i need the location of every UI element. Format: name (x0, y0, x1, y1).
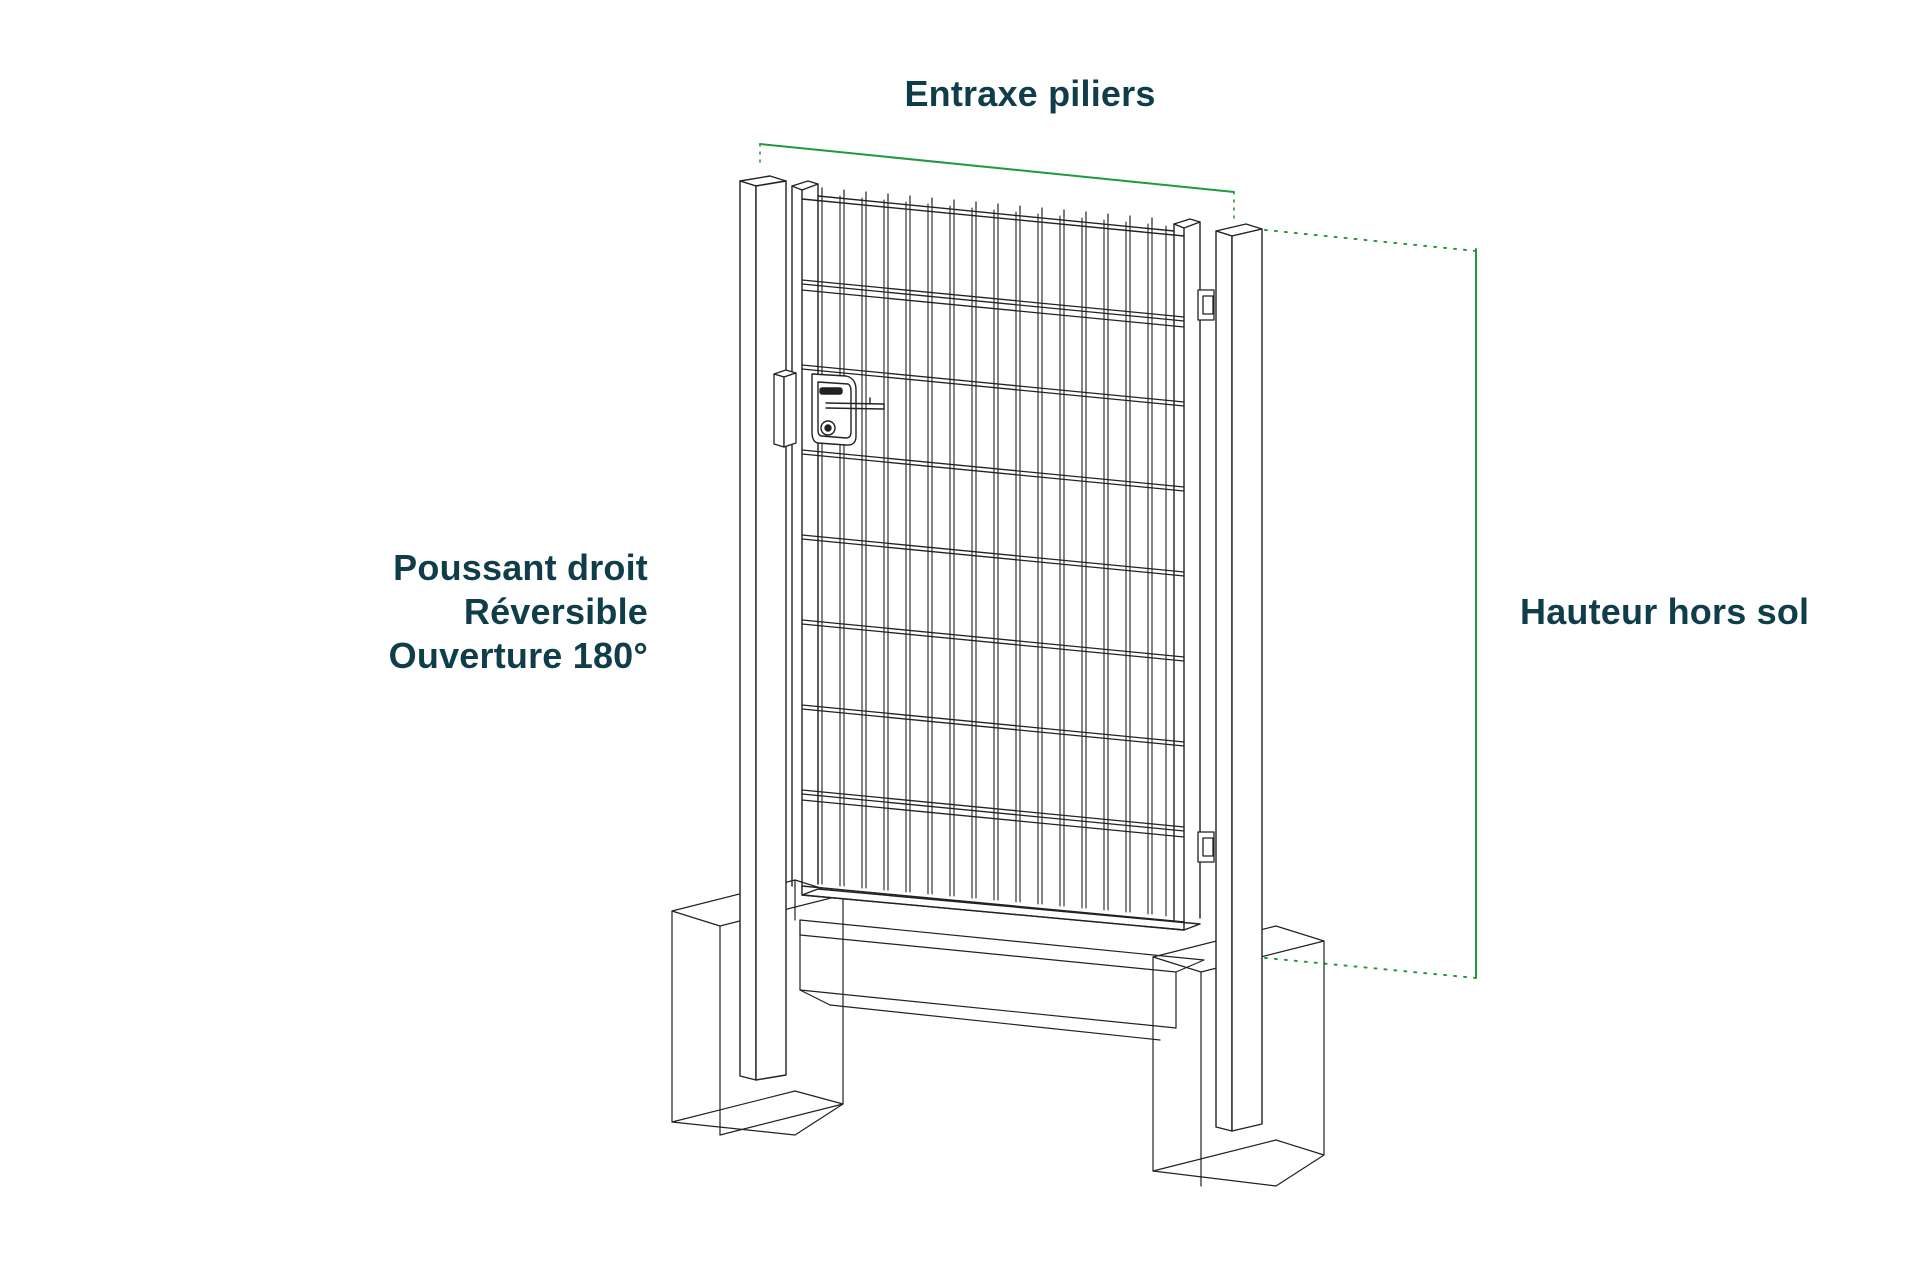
width-dimension-line (759, 143, 1235, 221)
mesh-horizontals (801, 279, 1185, 838)
opening-line-3: Ouverture 180° (388, 634, 648, 676)
hinge-top-icon (1197, 289, 1215, 321)
opening-options-label: Poussant droit Réversible Ouverture 180° (389, 546, 648, 678)
opening-line-2: Réversible (463, 590, 648, 632)
hinge-bottom-icon (1197, 831, 1215, 863)
lock-icon (811, 373, 885, 446)
left-post (739, 175, 787, 1081)
height-dimension-label: Hauteur hors sol (1520, 591, 1810, 632)
threshold-beam (799, 919, 1205, 1041)
opening-line-1: Poussant droit (393, 547, 648, 588)
right-post (1215, 223, 1263, 1132)
gate-frame (791, 180, 1201, 931)
width-dimension-label: Entraxe piliers (904, 73, 1156, 114)
mesh-spikes (821, 187, 1153, 226)
height-dimension-line (1254, 228, 1477, 979)
right-footing (1152, 925, 1325, 1187)
lock-keep (773, 369, 797, 448)
mesh-verticals (817, 193, 1167, 917)
